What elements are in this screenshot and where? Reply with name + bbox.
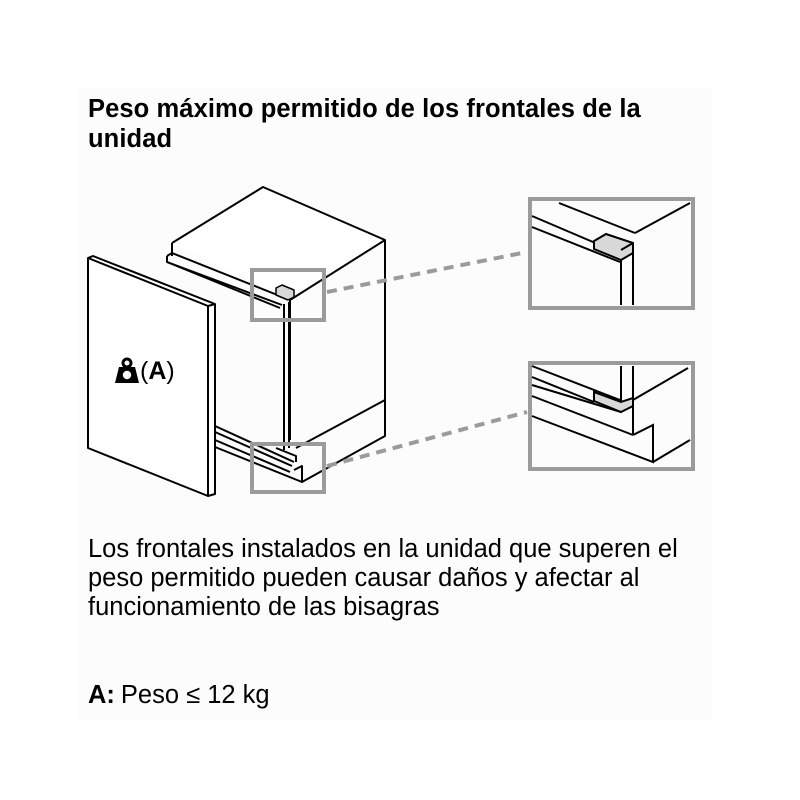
- description-text: Los frontales instalados en la unidad qu…: [88, 535, 678, 621]
- weight-label-close: ): [166, 357, 175, 385]
- spec-value: Peso ≤ 12 kg: [120, 681, 270, 709]
- weight-label-letter: A: [148, 357, 167, 385]
- spec-key: A:: [88, 681, 115, 709]
- top-hinge-detail: [531, 202, 691, 305]
- weight-icon: [115, 357, 139, 383]
- page-title: Peso máximo permitido de los frontales d…: [88, 95, 641, 153]
- leader-lines: [326, 250, 528, 468]
- callout-frames: [250, 197, 695, 494]
- weight-label-open: (: [140, 357, 149, 385]
- cabinet-drawing: [166, 186, 386, 483]
- bottom-hinge-detail: [531, 365, 691, 464]
- weight-spec: A: Peso ≤ 12 kg: [88, 680, 270, 710]
- door-panel: [87, 255, 216, 497]
- weight-label: (A): [114, 356, 175, 386]
